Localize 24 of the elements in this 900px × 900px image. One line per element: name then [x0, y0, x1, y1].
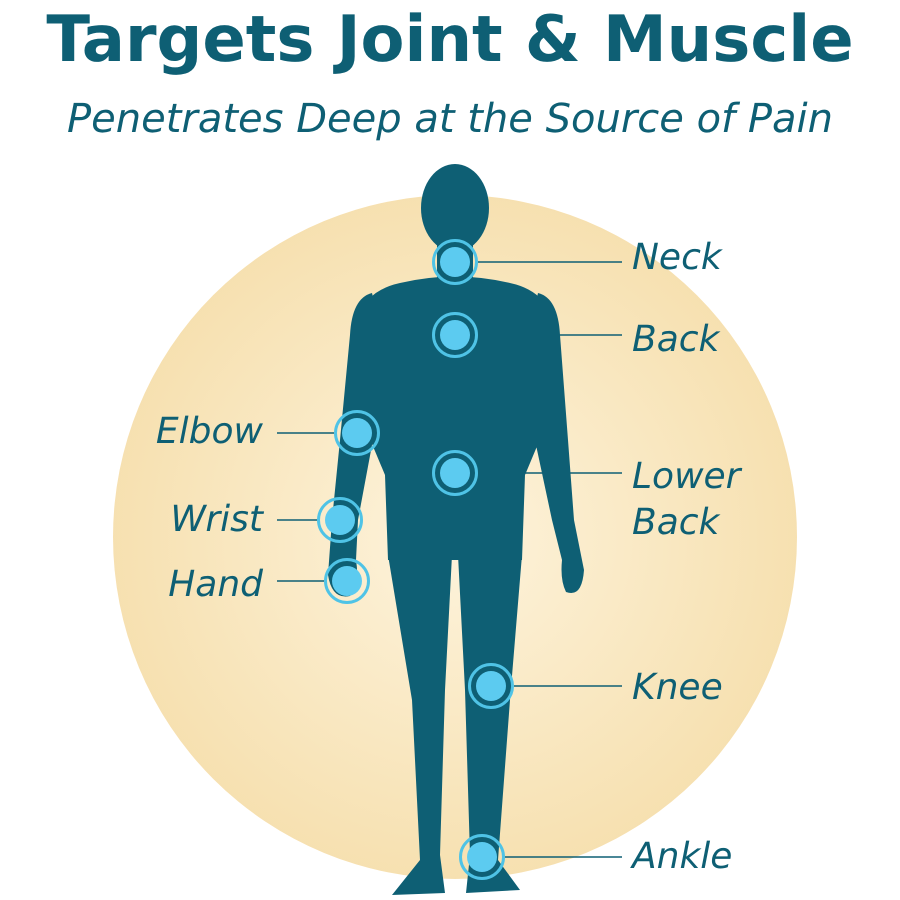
- leader-line: [505, 856, 622, 858]
- target-marker: [334, 410, 380, 456]
- title: Targets Joint & Muscle: [45, 2, 855, 79]
- leader-line: [478, 261, 622, 263]
- target-marker: [459, 834, 505, 880]
- body-part-label: Hand: [153, 562, 263, 608]
- body-part-label: Lower Back: [632, 454, 762, 546]
- body-part-label: Knee: [632, 665, 792, 711]
- leader-line: [514, 685, 622, 687]
- target-marker: [432, 312, 478, 358]
- subtitle: Penetrates Deep at the Source of Pain: [66, 95, 834, 144]
- target-marker: [432, 239, 478, 285]
- target-marker: [324, 558, 370, 604]
- target-marker: [317, 497, 363, 543]
- body-part-label: Back: [632, 317, 792, 363]
- leader-line: [277, 580, 324, 582]
- leader-line: [277, 432, 334, 434]
- body-part-label: Neck: [632, 235, 792, 281]
- leader-line: [277, 519, 317, 521]
- body-part-label: Wrist: [153, 497, 263, 543]
- body-part-label: Elbow: [133, 409, 263, 455]
- target-marker: [432, 450, 478, 496]
- target-marker: [468, 663, 514, 709]
- body-part-label: Ankle: [632, 834, 792, 880]
